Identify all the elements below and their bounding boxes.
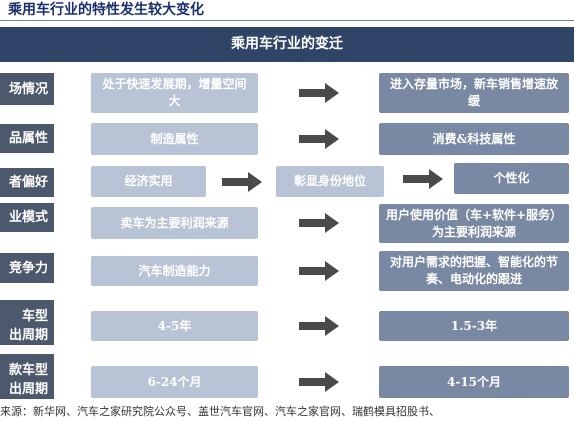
before-box-competitiveness: 汽车制造能力 xyxy=(91,256,258,286)
title-divider xyxy=(0,20,574,21)
page-title: 乘用车行业的特性发生较大变化 xyxy=(8,2,204,18)
arrow-right-icon xyxy=(299,129,339,149)
arrow-right-icon xyxy=(403,169,443,189)
arrow-right-icon xyxy=(299,316,339,336)
row-label-market: 场情况 xyxy=(0,73,54,105)
after-box-market: 进入存量市场，新车销售增速放缓 xyxy=(379,73,569,113)
row-label-new-model-cycle: 款车型 出周期 xyxy=(0,354,54,399)
before-box-business: 卖车为主要利润来源 xyxy=(91,207,258,239)
arrow-right-icon xyxy=(299,83,339,103)
arrow-right-icon xyxy=(299,213,339,233)
arrow-right-icon xyxy=(222,172,262,192)
row-label-preference: 者偏好 xyxy=(0,168,54,197)
after-box-preference: 个性化 xyxy=(454,163,569,194)
row-label-line: 出周期 xyxy=(8,328,48,343)
arrow-right-icon xyxy=(299,261,339,281)
row-label-line: 款车型 xyxy=(8,363,48,378)
middle-box-preference: 彰显身份地位 xyxy=(276,166,384,197)
after-box-product: 消费&科技属性 xyxy=(379,123,569,155)
before-box-preference: 经济实用 xyxy=(91,166,206,197)
row-label-line: 出周期 xyxy=(8,382,48,397)
before-box-new-model-cycle: 6-24个月 xyxy=(91,366,258,398)
after-box-model-cycle: 1.5-3年 xyxy=(379,311,569,341)
row-label-business: 业模式 xyxy=(0,203,54,232)
row-label-product: 品属性 xyxy=(0,124,54,153)
source-note: 来源：新华网、汽车之家研究院公众号、盖世汽车官网、汽车之家官网、瑞鹤模具招股书、 xyxy=(0,405,440,418)
after-box-new-model-cycle: 4-15个月 xyxy=(379,366,569,398)
row-label-model-cycle: 车型 出周期 xyxy=(0,300,54,345)
header-bar: 乘用车行业的变迁 xyxy=(0,27,574,62)
row-label-line: 车型 xyxy=(21,309,48,324)
before-box-product: 制造属性 xyxy=(91,123,258,155)
before-box-market: 处于快速发展期，增量空间大 xyxy=(91,73,258,113)
row-label-competitiveness: 竞争力 xyxy=(0,253,54,283)
after-box-business: 用户使用价值（车+软件+服务）为主要利润来源 xyxy=(379,204,569,243)
before-box-model-cycle: 4-5年 xyxy=(91,311,258,341)
arrow-right-icon xyxy=(299,372,339,392)
after-box-competitiveness: 对用户需求的把握、智能化的节奏、电动化的跟进 xyxy=(379,251,569,291)
